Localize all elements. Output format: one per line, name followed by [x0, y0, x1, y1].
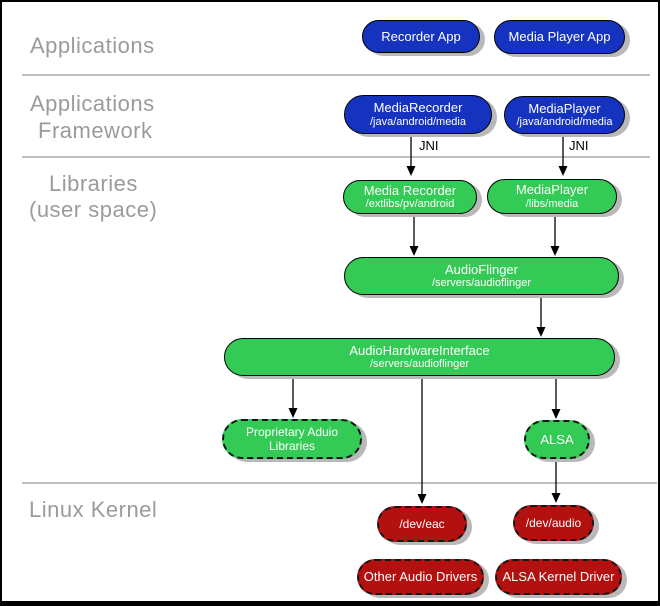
node-subtitle: /servers/audioflinger — [369, 358, 470, 371]
node-title: ALSA — [540, 431, 574, 447]
arrowhead-ahi-to-proprietary — [288, 408, 298, 418]
node-title: ALSA Kernel Driver — [502, 569, 615, 585]
node-title: MediaPlayer — [528, 100, 601, 116]
node-title: MediaRecorder — [373, 100, 463, 116]
arrowhead-ahi-to-deveac — [417, 494, 427, 504]
node-audiohardwareinterface: AudioHardwareInterface /servers/audiofli… — [224, 338, 615, 376]
node-alsa: ALSA — [524, 420, 590, 459]
node-media-recorder-lib: Media Recorder /extlibs/pv/android — [343, 180, 477, 214]
node-title: AudioHardwareInterface — [349, 342, 490, 358]
node-proprietary-audio-libraries: Proprietary Aduio Libraries — [222, 419, 362, 459]
node-dev-audio: /dev/audio — [513, 505, 594, 541]
node-audioflinger: AudioFlinger /servers/audioflinger — [344, 257, 619, 295]
node-alsa-kernel-driver: ALSA Kernel Driver — [495, 559, 622, 595]
arrowhead-ahi-to-alsa — [551, 409, 561, 419]
node-subtitle: /servers/audioflinger — [431, 277, 532, 290]
node-dev-eac: /dev/eac — [377, 506, 467, 542]
node-title: Media Recorder — [363, 182, 457, 198]
node-title: AudioFlinger — [445, 261, 518, 277]
arrowhead-alsa-to-devaudio — [551, 493, 561, 503]
section-label-framework-line1: Applications — [30, 91, 155, 116]
arrowhead-mediarecorder-jni — [406, 166, 416, 176]
arrowhead-audioflinger-to-ahi — [536, 327, 546, 337]
node-mediaplayer-lib: MediaPlayer /libs/media — [487, 179, 617, 214]
node-other-audio-drivers: Other Audio Drivers — [357, 559, 484, 595]
node-subtitle: /libs/media — [525, 197, 579, 210]
section-label-kernel: Linux Kernel — [29, 497, 158, 522]
section-label-libraries-line1: Libraries — [49, 171, 138, 196]
arrowhead-mediaplayerlib-to-audioflinger — [550, 246, 560, 256]
node-title: Proprietary Aduio — [245, 424, 339, 439]
jni-label-right: JNI — [569, 138, 589, 153]
node-recorder-app: Recorder App — [362, 20, 480, 53]
node-mediarecorder-framework: MediaRecorder /java/android/media — [344, 95, 492, 134]
node-mediaplayer-framework: MediaPlayer /java/android/media — [504, 96, 625, 134]
node-media-player-app: Media Player App — [494, 20, 625, 54]
arrowhead-mediarecorderlib-to-audioflinger — [409, 246, 419, 256]
node-title: MediaPlayer — [515, 182, 589, 198]
arrowhead-mediaplayer-jni — [558, 166, 568, 176]
node-title: /dev/eac — [399, 516, 445, 531]
section-label-applications: Applications — [30, 33, 155, 58]
node-title: Other Audio Drivers — [363, 569, 478, 585]
node-subtitle: /java/android/media — [369, 115, 466, 128]
node-title: Media Player App — [508, 29, 611, 45]
node-subtitle: /extlibs/pv/android — [365, 198, 455, 211]
section-label-libraries-line2: (user space) — [29, 197, 158, 222]
node-title-line2: Libraries — [268, 439, 316, 453]
jni-label-left: JNI — [419, 138, 439, 153]
node-title: /dev/audio — [525, 515, 582, 530]
section-label-framework-line2: Framework — [38, 118, 153, 143]
node-title: Recorder App — [381, 28, 461, 44]
node-subtitle: /java/android/media — [516, 116, 613, 129]
